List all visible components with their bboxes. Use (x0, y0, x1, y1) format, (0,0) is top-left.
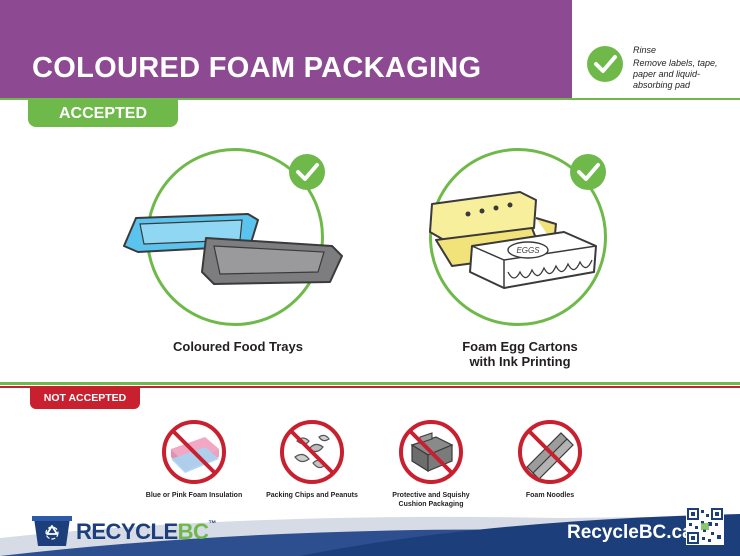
carton-label-text: EGGS (516, 246, 540, 255)
rinse-instructions: Rinse Remove labels, tape, paper and liq… (633, 45, 738, 93)
cushion-packaging-caption: Protective and Squishy Cushion Packaging (351, 491, 511, 509)
rinse-checkmark-icon (587, 46, 623, 82)
packing-chips-caption: Packing Chips and Peanuts (266, 492, 358, 499)
egg-cartons-circle (429, 148, 607, 326)
foam-noodles-caption: Foam Noodles (525, 492, 575, 499)
egg-cartons-caption-line2: with Ink Printing (469, 354, 571, 369)
food-trays-caption: Coloured Food Trays (172, 339, 303, 354)
cushion-packaging-caption-line2: Cushion Packaging (398, 501, 464, 508)
recyclebc-logo: RECYCLEBC™ (76, 519, 216, 545)
foam-noodles-prohibited-icon (518, 420, 582, 484)
logo-tm: ™ (208, 519, 216, 528)
page-title: COLOURED FOAM PACKAGING (32, 52, 482, 84)
qr-code-icon (686, 507, 724, 545)
rinse-heading: Rinse (633, 45, 657, 55)
cushion-packaging-caption-line1: Protective and Squishy (392, 492, 470, 499)
cushion-packaging-prohibited-icon (399, 420, 463, 484)
egg-cartons-checkmark-icon (570, 154, 606, 190)
section-divider-red (0, 386, 740, 388)
rinse-note: Remove labels, tape, paper and liquid-ab… (633, 58, 718, 90)
accepted-label: ACCEPTED (28, 100, 178, 127)
egg-cartons-caption: Foam Egg Cartons with Ink Printing (430, 339, 610, 369)
not-accepted-label: NOT ACCEPTED (30, 388, 140, 409)
logo-recycle: RECYCLE (76, 519, 178, 544)
foam-insulation-caption: Blue or Pink Foam Insulation (145, 492, 243, 499)
foam-insulation-prohibited-icon (162, 420, 226, 484)
egg-cartons-illustration: EGGS (429, 191, 597, 289)
food-trays-checkmark-icon (289, 154, 325, 190)
footer-banner (0, 514, 740, 556)
logo-bc: BC (177, 519, 209, 544)
website-url[interactable]: RecycleBC.ca (567, 522, 693, 543)
header-rule (0, 98, 740, 100)
header-banner: COLOURED FOAM PACKAGING (0, 0, 572, 98)
header-arrow (558, 49, 572, 77)
food-trays-illustration (123, 213, 343, 285)
packing-chips-prohibited-icon (280, 420, 344, 484)
recycling-bin-icon (32, 516, 72, 546)
section-divider-green (0, 382, 740, 385)
egg-cartons-caption-line1: Foam Egg Cartons (462, 339, 578, 354)
